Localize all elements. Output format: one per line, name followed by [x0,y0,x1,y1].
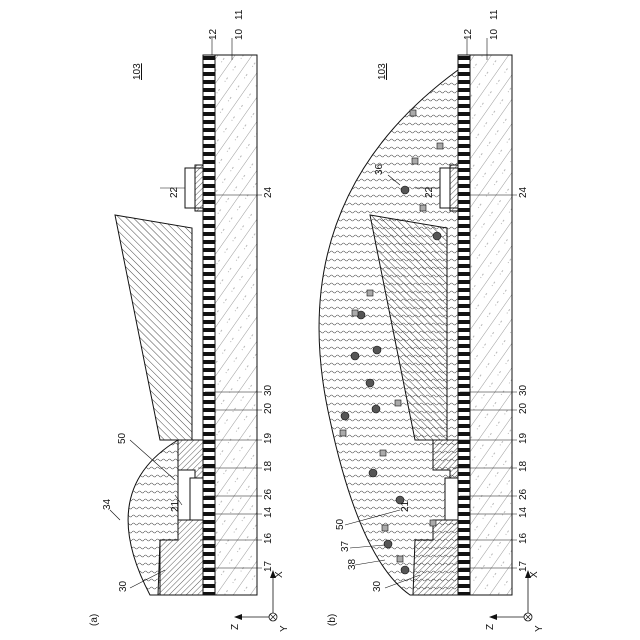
label-24-b: 24 [518,186,529,198]
axis-z-label-b: Z [485,624,496,630]
tapered-layer-a [115,215,192,440]
electrode-24-a [195,165,203,211]
label-10-b: 10 [489,28,500,40]
axis-z-label-a: Z [230,624,241,630]
label-22-b: 22 [424,186,435,198]
label-19-a: 19 [263,432,274,444]
axis-x-label-a: X [274,571,285,578]
label-34-a: 34 [102,498,113,510]
label-11-b: 11 [489,9,500,20]
element-14-a [190,478,203,520]
label-50-b: 50 [335,518,346,530]
label-21-b: 21 [400,500,411,512]
electrode-24-b [450,165,458,211]
axis-x-label-b: X [529,571,540,578]
label-12-b: 12 [463,28,474,40]
label-12-a: 12 [208,28,219,40]
label-22-a: 22 [169,186,180,198]
label-18-b: 18 [518,460,529,472]
label-26-b: 26 [518,488,529,500]
label-10-a: 10 [234,28,245,40]
label-36-b: 36 [374,163,385,175]
label-20-a: 20 [263,402,274,414]
label-16-b: 16 [518,532,529,544]
panel-a: (a) 103 12 10 11 22 24 30 20 19 18 26 14… [89,9,290,632]
label-24-a: 24 [263,186,274,198]
axis-y-label-a: Y [279,625,290,632]
label-16-a: 16 [263,532,274,544]
label-14-b: 14 [518,506,529,518]
label-14-a: 14 [263,506,274,518]
label-11-a: 11 [234,9,245,20]
label-20-b: 20 [518,402,529,414]
panel-label-a: (a) [89,614,100,626]
element-14-b [445,478,458,520]
label-30a-a: 30 [263,384,274,396]
axis-y-label-b: Y [534,625,545,632]
label-17-a: 17 [263,560,274,572]
panel-label-b: (b) [327,614,338,626]
label-30b-b: 30 [372,580,383,592]
label-21-a: 21 [170,500,181,512]
label-17-b: 17 [518,560,529,572]
label-19-b: 19 [518,432,529,444]
figure-ref-a: 103 [132,63,143,80]
label-26-a: 26 [263,488,274,500]
label-37-b: 37 [340,540,351,552]
figure-ref-b: 103 [377,63,388,80]
label-30a-b: 30 [518,384,529,396]
label-50-a: 50 [117,432,128,444]
label-38-b: 38 [347,558,358,570]
label-18-a: 18 [263,460,274,472]
label-30b-a: 30 [118,580,129,592]
panel-b: (b) 103 12 10 11 22 24 36 30 20 19 18 26… [319,9,545,632]
